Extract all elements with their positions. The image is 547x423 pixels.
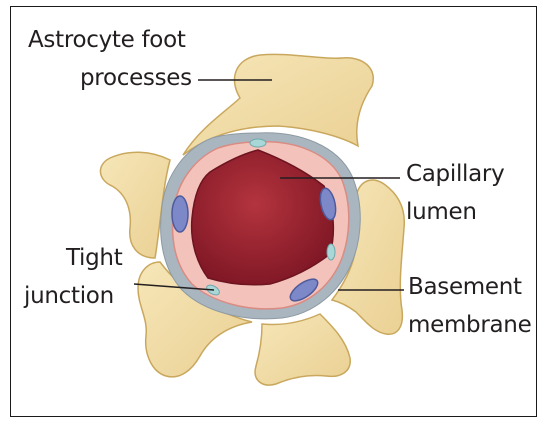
tight-junction-top bbox=[250, 139, 266, 147]
label-basement-line1: Basement bbox=[408, 272, 522, 302]
nucleus-left bbox=[172, 196, 188, 232]
label-basement-line2: membrane bbox=[408, 310, 531, 340]
label-astrocyte-line2: processes bbox=[80, 63, 192, 93]
label-tight-line1: Tight bbox=[66, 243, 122, 273]
label-capillary-line1: Capillary bbox=[406, 159, 504, 189]
tight-junction-right bbox=[327, 244, 335, 260]
label-tight-line2: junction bbox=[24, 281, 114, 311]
label-capillary-line2: lumen bbox=[406, 197, 477, 227]
label-astrocyte-line1: Astrocyte foot bbox=[28, 25, 186, 55]
astrocyte-foot-bottom bbox=[255, 314, 350, 385]
